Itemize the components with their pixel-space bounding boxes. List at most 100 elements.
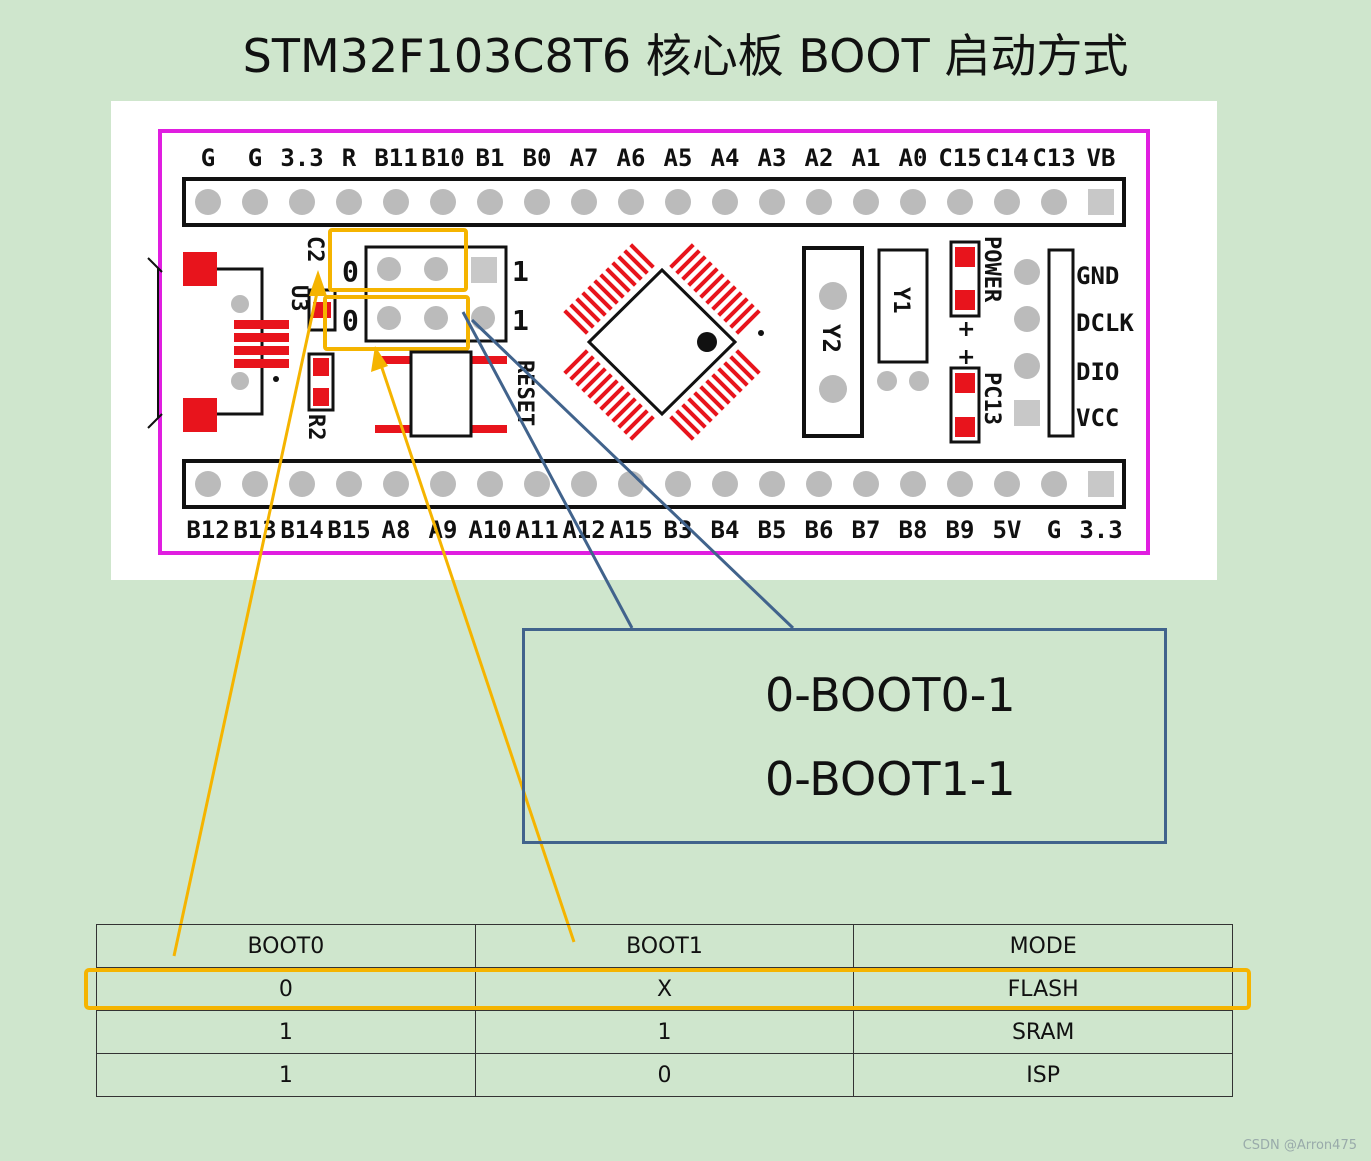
table-cell: ISP (853, 1053, 1233, 1097)
mcu-pin (693, 391, 719, 417)
bottom-pin (1041, 471, 1067, 497)
svg-text:+: + (957, 345, 975, 370)
mcu-pin (629, 415, 655, 441)
mcu-pin (599, 273, 625, 299)
bottom-pin-row (195, 471, 1114, 497)
bottom-pin (524, 471, 550, 497)
bottom-pin (289, 471, 315, 497)
table-row: 1 1 SRAM (96, 1010, 1233, 1054)
swd-header (1047, 248, 1075, 438)
mcu-pin (705, 379, 731, 405)
bottom-pin (1088, 471, 1114, 497)
mcu-pin (723, 297, 749, 323)
mcu-pin (611, 261, 637, 287)
mcu-pin (687, 397, 713, 423)
svg-text:+: + (958, 269, 971, 288)
top-pin-label: B10 (421, 144, 464, 172)
bottom-pin (759, 471, 785, 497)
watermark: CSDN @Arron475 (1242, 1138, 1357, 1153)
mcu-pin (617, 255, 643, 281)
bottom-pin (430, 471, 456, 497)
bottom-pin-label: A10 (468, 516, 511, 544)
bottom-pin-label: B9 (946, 516, 975, 544)
top-pin-label: C13 (1032, 144, 1075, 172)
top-pin-label: C14 (985, 144, 1028, 172)
power-label: POWER (979, 236, 1004, 303)
top-pin (289, 189, 315, 215)
table-cell: 1 (96, 1010, 476, 1054)
bottom-pin (618, 471, 644, 497)
usb-pad (183, 252, 217, 286)
top-pin-label: VB (1087, 144, 1116, 172)
mcu-pin (587, 285, 613, 311)
bottom-pin-label: B5 (758, 516, 787, 544)
bottom-pin-label: B14 (280, 516, 323, 544)
top-pin (336, 189, 362, 215)
header-boot0: BOOT0 (96, 924, 476, 968)
usb-pad (183, 398, 217, 432)
bottom-pin-label: 3.3 (1079, 516, 1122, 544)
top-pin-label: A6 (617, 144, 646, 172)
r2-label: R2 (303, 414, 328, 441)
top-pin (195, 189, 221, 215)
pc13-label: PC13 (979, 372, 1004, 425)
top-pin (1088, 189, 1114, 215)
mcu-pin (569, 303, 595, 329)
mcu-pin (623, 409, 649, 435)
table-header-row: BOOT0 BOOT1 MODE (96, 924, 1233, 968)
table-cell: SRAM (853, 1010, 1233, 1054)
bottom-pin (195, 471, 221, 497)
mcu-pin (693, 267, 719, 293)
bottom-pin-label: B8 (899, 516, 928, 544)
bottom-pin (994, 471, 1020, 497)
bottom-pin (947, 471, 973, 497)
top-pin (477, 189, 503, 215)
top-pin (900, 189, 926, 215)
top-pin (853, 189, 879, 215)
bottom-pin-label: B7 (852, 516, 881, 544)
top-pin-label: A4 (711, 144, 740, 172)
top-pin-label: G (248, 144, 262, 172)
bottom-pin (806, 471, 832, 497)
top-pin (524, 189, 550, 215)
top-pin-label: B1 (476, 144, 505, 172)
mcu-pin (681, 255, 707, 281)
callout-boot1: 0-BOOT1-1 (765, 752, 1016, 806)
bottom-pin (383, 471, 409, 497)
boot1-one-label: 1 (512, 304, 529, 337)
mcu-pin (593, 279, 619, 305)
mcu-pin (669, 415, 695, 441)
y1-label: Y1 (888, 287, 913, 314)
svg-text:+: + (958, 395, 971, 414)
top-pin-label: R (342, 144, 357, 172)
bottom-pin-label: 5V (993, 516, 1022, 544)
mcu-pin (569, 355, 595, 381)
svg-text:+: + (957, 317, 975, 342)
mcu-pin (563, 349, 589, 375)
bottom-pin-label: A11 (515, 516, 558, 544)
top-pin-label: A3 (758, 144, 787, 172)
usb-connector (147, 252, 289, 432)
mcu-pin (705, 279, 731, 305)
header-boot1: BOOT1 (474, 924, 855, 968)
top-pin (759, 189, 785, 215)
top-pin-label: 3.3 (280, 144, 323, 172)
table-cell: 0 (96, 967, 476, 1011)
bottom-pin-label: B6 (805, 516, 834, 544)
mcu-pin (675, 249, 701, 275)
bottom-pin-label: B4 (711, 516, 740, 544)
callout-boot0: 0-BOOT0-1 (765, 668, 1016, 722)
top-pin-row (195, 189, 1114, 215)
swd-gnd-label: GND (1076, 262, 1119, 290)
top-header-strip (182, 177, 1126, 227)
mcu-pin (599, 385, 625, 411)
bottom-pin-label: B12 (186, 516, 229, 544)
mcu-pin (605, 391, 631, 417)
bottom-pin (336, 471, 362, 497)
swd-vcc-label: VCC (1076, 404, 1119, 432)
top-pin (618, 189, 644, 215)
bottom-pin-label: A15 (609, 516, 652, 544)
top-pin (430, 189, 456, 215)
